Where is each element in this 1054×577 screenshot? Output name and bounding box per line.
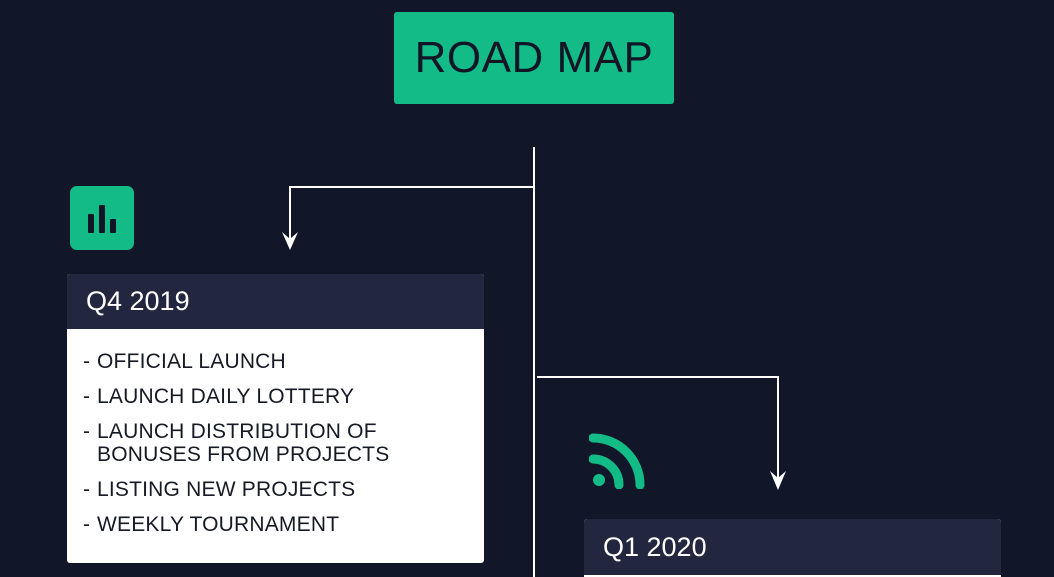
bar-chart-icon	[70, 186, 134, 250]
list-dash: -	[83, 513, 91, 536]
list-item: - LAUNCH DAILY LOTTERY	[83, 385, 466, 408]
q1-2020-card-header: Q1 2020	[584, 519, 1001, 575]
q1-2020-card: Q1 2020	[584, 519, 1001, 577]
q1-2020-arrowhead-icon	[770, 471, 786, 490]
bar-chart-icon-bar	[110, 219, 116, 233]
list-item-text: WEEKLY TOURNAMENT	[97, 513, 340, 536]
list-item-text: LAUNCH DAILY LOTTERY	[97, 385, 355, 408]
list-item: - LISTING NEW PROJECTS	[83, 478, 466, 501]
list-item: - OFFICIAL LAUNCH	[83, 350, 466, 373]
bar-chart-icon-bar	[99, 205, 105, 233]
q1-2020-connector-line	[537, 376, 779, 482]
q4-2019-title: Q4 2019	[86, 286, 190, 316]
list-dash: -	[83, 385, 91, 408]
roadmap-title-badge: ROAD MAP	[394, 12, 674, 104]
q4-2019-list: - OFFICIAL LAUNCH - LAUNCH DAILY LOTTERY…	[67, 329, 484, 536]
q4-2019-arrowhead-icon	[282, 232, 298, 250]
list-dash: -	[83, 350, 91, 373]
list-item-text: OFFICIAL LAUNCH	[97, 350, 286, 373]
list-item: - WEEKLY TOURNAMENT	[83, 513, 466, 536]
list-dash: -	[83, 478, 91, 501]
q1-2020-title: Q1 2020	[603, 531, 707, 562]
list-item: - LAUNCH DISTRIBUTION OF BONUSES FROM PR…	[83, 420, 466, 466]
q4-2019-connector-line	[289, 186, 534, 243]
roadmap-title: ROAD MAP	[414, 33, 654, 82]
list-dash: -	[83, 420, 91, 443]
list-item-text: LISTING NEW PROJECTS	[97, 478, 356, 501]
rss-feed-icon	[589, 433, 645, 489]
bar-chart-icon-bar	[88, 214, 94, 233]
q4-2019-card-header: Q4 2019	[67, 274, 484, 329]
q4-2019-card: Q4 2019 - OFFICIAL LAUNCH - LAUNCH DAILY…	[67, 274, 484, 563]
list-item-text: LAUNCH DISTRIBUTION OF BONUSES FROM PROJ…	[97, 420, 390, 466]
